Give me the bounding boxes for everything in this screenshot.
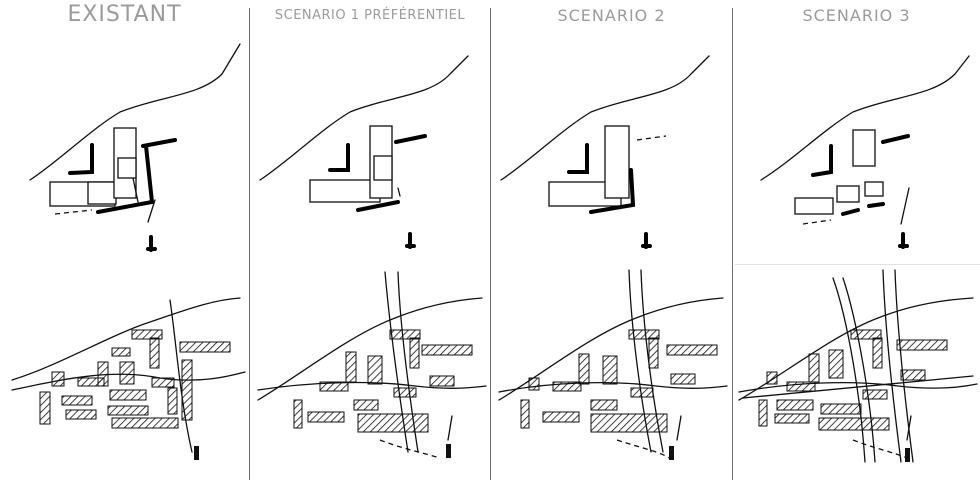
panel-divider-3	[732, 8, 733, 480]
scenario3-urban-sketch	[738, 269, 978, 463]
existant-urban-sketch	[11, 297, 246, 460]
scenario2-masterplan-sketch	[500, 55, 710, 249]
panel-title: SCENARIO 3	[802, 6, 911, 25]
panel-title: SCENARIO 2	[557, 6, 666, 25]
scenario2-urban-sketch	[498, 269, 728, 460]
panel-divider-2	[490, 8, 491, 480]
panel-scenario3: SCENARIO 3	[733, 0, 980, 484]
existant-masterplan-sketch	[29, 43, 241, 252]
scenario2-sketch	[498, 55, 728, 460]
panel-scenario2: SCENARIO 2	[491, 0, 732, 484]
scenario1-masterplan-sketch	[259, 55, 469, 249]
panel-title: SCENARIO 1 PRÉFÉRENTIEL	[274, 8, 466, 23]
scenario3-masterplan-sketch	[760, 55, 970, 249]
scenario1-sketch	[257, 55, 487, 459]
panel-existant: EXISTANT	[0, 0, 249, 484]
scenario3-sketch	[738, 55, 978, 463]
panel-title: EXISTANT	[67, 2, 182, 27]
scenario1-urban-sketch	[257, 271, 487, 459]
panel-divider-1	[249, 8, 250, 480]
scenario3-frame-line	[735, 264, 980, 265]
existant-sketch	[11, 43, 246, 460]
panel-scenario1: SCENARIO 1 PRÉFÉRENTIEL	[250, 0, 490, 484]
